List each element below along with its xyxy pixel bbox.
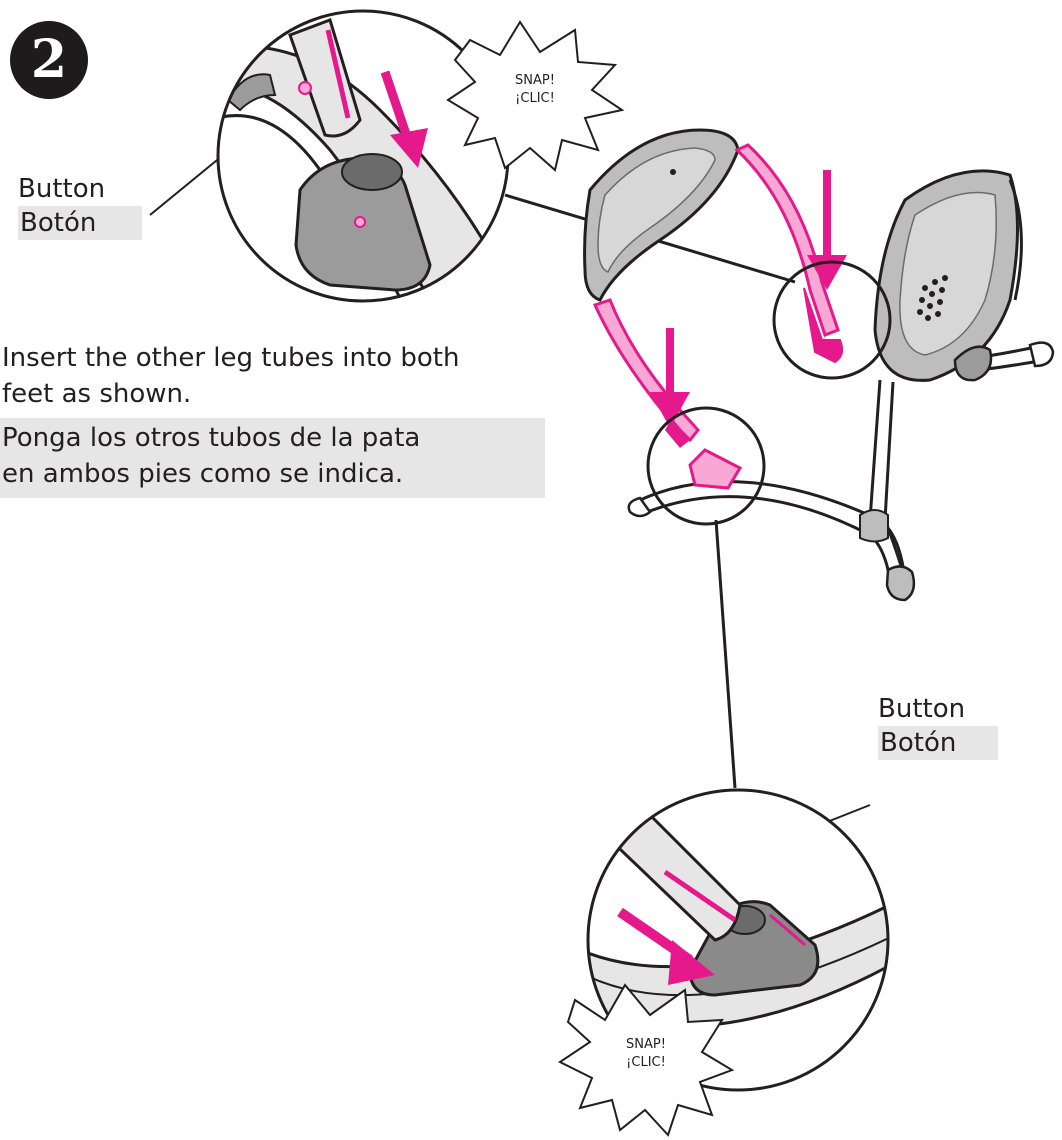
front-foot-mid-cap [860,510,888,542]
snap-bottom-line1: SNAP! [606,1036,686,1054]
leader-line-bottom-zoom [716,520,735,788]
instruction-es: Ponga los otros tubos de la pata en ambo… [0,418,545,498]
snap-bottom-line2: ¡CLIC! [606,1054,686,1072]
step-number-badge: 2 [10,21,88,99]
instruction-es-line2: en ambos pies como se indica. [2,456,541,492]
front-foot-right-cap [887,566,914,600]
snap-text-top: SNAP! ¡CLIC! [495,72,575,108]
foot-socket-lower [690,450,740,488]
snap-top-line2: ¡CLIC! [495,90,575,108]
snap-top-line1: SNAP! [495,72,575,90]
instruction-en: Insert the other leg tubes into both fee… [0,340,545,412]
instruction-es-line1: Ponga los otros tubos de la pata [2,420,541,456]
front-foot-left-tip [629,498,650,516]
button-label-bottom: Button Botón [878,692,998,760]
seat-back-panel [875,171,1021,381]
instruction-text: Insert the other leg tubes into both fee… [0,340,545,498]
button-label-top-en: Button [18,172,142,206]
button-label-top: Button Botón [18,172,142,240]
instruction-en-line2: feet as shown. [2,376,545,412]
leg-tube-lower [595,300,698,448]
snap-text-bottom: SNAP! ¡CLIC! [606,1036,686,1072]
button-label-bottom-es: Botón [878,726,998,760]
button-label-top-es: Botón [18,206,142,240]
instruction-en-line1: Insert the other leg tubes into both [2,340,545,376]
tray-panel [585,130,738,300]
rear-foot-right-tip [1030,343,1053,366]
button-label-bottom-en: Button [878,692,998,726]
